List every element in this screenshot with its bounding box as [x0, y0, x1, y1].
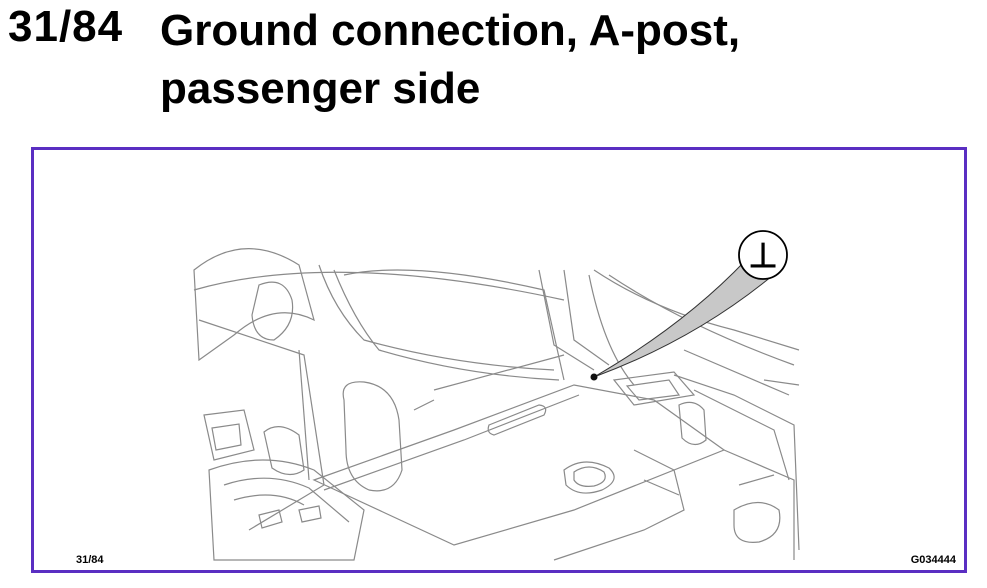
figure-code: G034444: [910, 554, 956, 566]
vehicle-floor-illustration: ⊥: [193, 230, 800, 561]
figure-number: 31/84: [76, 554, 104, 566]
page-number: 31/84: [8, 2, 124, 51]
figure-frame: ⊥ 31/84 G034444: [31, 147, 967, 573]
ground-point-marker: [590, 373, 598, 381]
callout-leader: [593, 259, 773, 378]
line-drawing: [193, 248, 800, 561]
ground-symbol-icon: ⊥: [748, 237, 778, 275]
page-title: Ground connection, A-post, passenger sid…: [160, 2, 960, 118]
ground-symbol-circle: [738, 230, 788, 280]
title-line-1: Ground connection, A-post,: [160, 6, 741, 55]
title-line-2: passenger side: [160, 64, 481, 113]
